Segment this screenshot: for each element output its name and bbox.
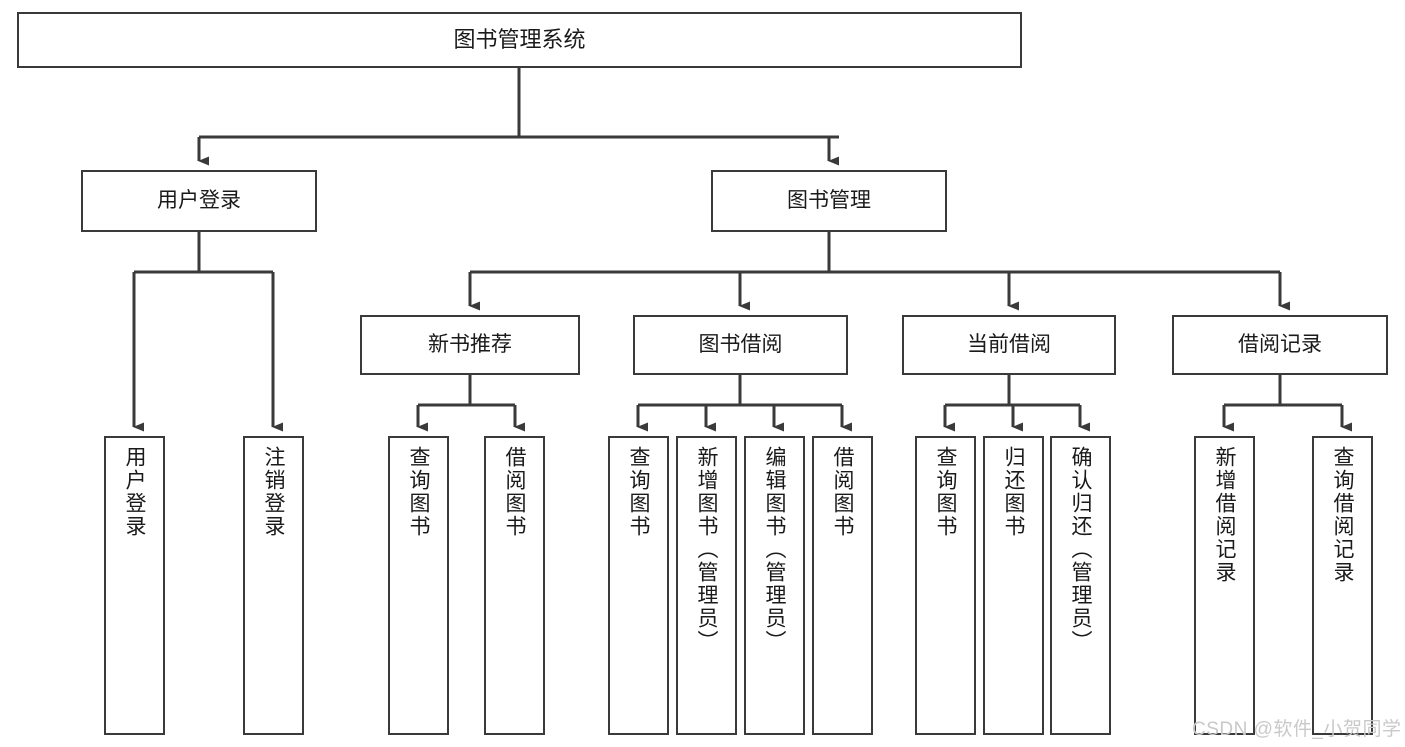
leaf-add-book-admin[interactable]: 新增图书（管理员） [676, 436, 737, 735]
node-label: 查询图书 [934, 446, 957, 538]
leaf-query-book-borrow[interactable]: 查询图书 [608, 436, 669, 735]
node-label: 查询借阅记录 [1331, 446, 1354, 584]
node-label: 借阅图书 [503, 446, 526, 538]
node-user-login[interactable]: 用户登录 [81, 170, 317, 232]
node-new-book-recommend[interactable]: 新书推荐 [360, 315, 580, 375]
leaf-query-book-recommend[interactable]: 查询图书 [388, 436, 449, 735]
leaf-edit-book-admin[interactable]: 编辑图书（管理员） [744, 436, 805, 735]
leaf-query-borrow-record[interactable]: 查询借阅记录 [1312, 436, 1373, 735]
leaf-return-book[interactable]: 归还图书 [983, 436, 1044, 735]
node-label: 注销登录 [262, 446, 285, 538]
leaf-confirm-return-admin[interactable]: 确认归还（管理员） [1050, 436, 1111, 735]
node-label: 用户登录 [123, 446, 146, 538]
node-label: 归还图书 [1002, 446, 1025, 538]
node-label: 图书管理系统 [453, 27, 586, 53]
node-label: 新增借阅记录 [1213, 446, 1236, 584]
leaf-add-borrow-record[interactable]: 新增借阅记录 [1194, 436, 1255, 735]
node-current-borrow[interactable]: 当前借阅 [902, 315, 1116, 375]
node-label: 图书借阅 [698, 332, 783, 356]
node-label: 确认归还（管理员） [1069, 446, 1092, 653]
leaf-user-login[interactable]: 用户登录 [104, 436, 165, 735]
node-root-book-management-system[interactable]: 图书管理系统 [17, 12, 1022, 68]
leaf-query-book-current[interactable]: 查询图书 [915, 436, 976, 735]
node-label: 查询图书 [407, 446, 430, 538]
node-label: 当前借阅 [967, 332, 1051, 356]
node-label: 图书管理 [787, 188, 871, 212]
leaf-borrow-book-recommend[interactable]: 借阅图书 [484, 436, 545, 735]
node-book-management[interactable]: 图书管理 [711, 170, 947, 232]
node-label: 查询图书 [627, 446, 650, 538]
leaf-logout-login[interactable]: 注销登录 [243, 436, 304, 735]
node-label: 编辑图书（管理员） [763, 446, 786, 653]
node-label: 新书推荐 [428, 332, 512, 356]
node-borrow-record[interactable]: 借阅记录 [1172, 315, 1388, 375]
node-label: 借阅图书 [831, 446, 854, 538]
node-label: 新增图书（管理员） [695, 446, 718, 653]
node-label: 借阅记录 [1238, 332, 1322, 356]
node-book-borrow[interactable]: 图书借阅 [633, 315, 848, 375]
leaf-borrow-book[interactable]: 借阅图书 [812, 436, 873, 735]
node-label: 用户登录 [157, 188, 241, 212]
